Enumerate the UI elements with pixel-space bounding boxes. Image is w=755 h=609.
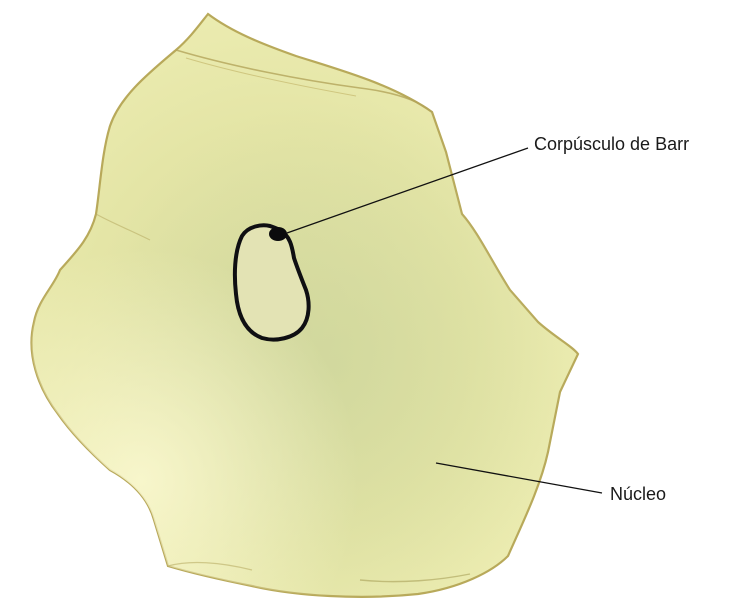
barr-body-label: Corpúsculo de Barr — [534, 135, 689, 153]
barr-body — [269, 227, 287, 241]
nucleus-label: Núcleo — [610, 485, 666, 503]
